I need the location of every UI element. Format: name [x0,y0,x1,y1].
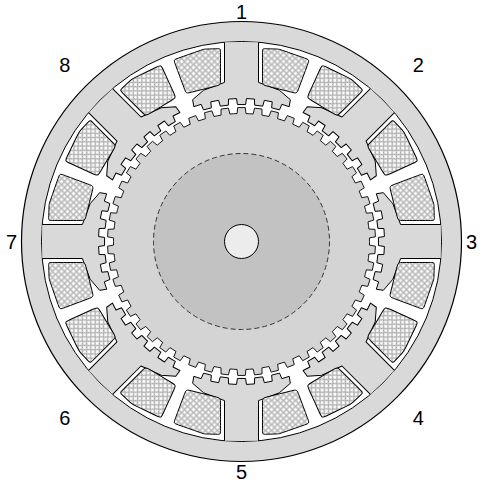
coil-winding [390,174,434,220]
callout-number: 1 [236,2,247,22]
coil-winding [263,390,309,434]
stator-pole [373,174,441,308]
rotor-magnet [154,154,330,330]
coil-winding [174,49,220,93]
stator-pole [174,42,308,110]
coil-winding [174,390,220,434]
coil-winding [58,120,122,184]
shaft [225,225,259,259]
callout-number: 8 [59,55,70,75]
rotor [108,108,376,376]
callout-number: 3 [466,232,477,252]
callout-number: 6 [59,408,70,428]
coil-winding [263,49,309,93]
coil-winding [299,58,363,122]
stator-pole [42,174,110,308]
coil-winding [49,263,93,309]
coil-winding [49,174,93,220]
coil-winding [390,263,434,309]
coil-winding [361,299,425,363]
coil-winding [58,299,122,363]
stator-body [22,22,462,462]
coil-winding [299,361,363,425]
coil-winding [120,361,184,425]
stator-slots [42,42,442,442]
callout-number: 4 [413,408,424,428]
stator-pole [174,373,308,441]
coil-winding [120,58,184,122]
callout-number: 2 [413,55,424,75]
callout-number: 7 [6,232,17,252]
callout-number: 5 [236,462,247,482]
coil-winding [361,120,425,184]
motor-group [22,22,462,462]
